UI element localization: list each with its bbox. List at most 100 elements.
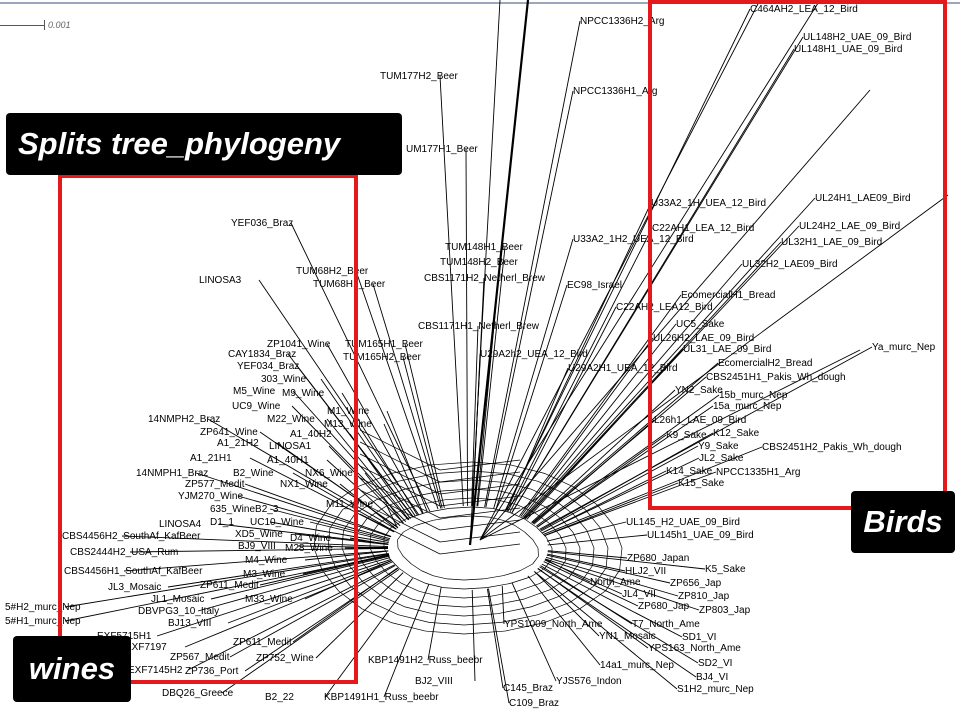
core-mesh-edge [430,461,473,466]
taxon-label: EXF7145H2 [128,665,183,676]
taxon-label: M1_Wine [327,406,370,417]
taxon-label: U29A2h2_UEA_12_Bird [480,349,588,360]
taxon-edge [511,48,795,514]
taxon-label: JL3_Mosaic [108,582,161,593]
taxon-label: JL4_VII [622,589,656,600]
splits-tree-callout: Splits tree_phylogeny [6,113,402,175]
taxon-edge [269,508,390,541]
core-mesh-edge [463,604,495,608]
taxon-label: A1_40H2 [290,429,332,440]
long-branch-edge [479,89,871,541]
core-mesh-edge [335,567,352,587]
taxon-label: KBP1491H1_Russ_beebr [324,692,439,703]
taxon-edge [465,148,469,507]
core-mesh-edge [411,563,422,571]
taxon-edge [509,306,617,513]
taxon-label: NPCC1336H2_Arg [580,16,665,27]
taxon-label: ZP803_Jap [699,605,751,616]
core-mesh-edge [565,547,567,561]
core-mesh-edge [313,547,323,571]
core-mesh-edge [516,583,541,592]
core-mesh-edge [530,568,545,578]
core-mesh-edge [359,477,441,519]
taxon-edge [326,343,423,514]
taxon-label: UL26H2_LAE_09_Bird [653,333,754,344]
core-mesh-edge [579,590,606,610]
core-mesh-edge [362,581,382,597]
taxon-edge [547,553,626,572]
taxon-label: SD1_VI [682,632,716,643]
taxon-edge [404,343,445,508]
taxon-edge [484,20,581,508]
core-mesh-edge [404,481,439,490]
long-branch-edge [479,194,949,541]
core-mesh-edge [447,578,465,581]
taxon-label: ZP736_Port [185,666,239,677]
taxon-edge [501,585,505,625]
taxon-edge [486,588,504,689]
taxon-edge [197,557,391,612]
core-mesh-edge [375,488,406,501]
taxon-label: M3_Wine [243,569,286,580]
core-mesh-edge [391,518,406,528]
core-mesh-edge [359,465,441,507]
taxon-edge [292,472,395,532]
taxon-edge [315,572,404,659]
taxon-label: UM177H1_Beer [406,144,478,155]
taxon-label: YPS1009_North_Ame [504,619,603,630]
core-mesh-edge [439,459,521,471]
taxon-label: BJ4_VI [696,672,728,683]
taxon-label: U29A2H1_UEA_12_Bird [568,363,678,374]
taxon-label: XD5_Wine [235,529,283,540]
core-mesh-edge [490,590,518,597]
taxon-label: ZP810_Jap [678,591,730,602]
core-mesh-edge [343,513,356,531]
taxon-label: C145_Braz [503,683,553,694]
core-mesh-edge [532,556,539,565]
taxon-edge [505,202,652,512]
taxon-label: UL145_H2_UAE_09_Bird [626,517,740,528]
taxon-edge [546,521,627,542]
core-mesh-edge [497,606,532,615]
taxon-label: CBS2444H2_USA_Rum [70,547,178,558]
taxon-label: M22_Wine [267,414,315,425]
core-mesh-edge [371,602,399,616]
taxon-label: 14a1_murc_Nep [600,660,674,671]
core-mesh-edge [421,570,434,577]
taxon-edge [187,564,395,671]
core-mesh-edge [584,509,601,529]
taxon-edge [546,554,671,584]
core-mesh-edge [391,589,413,600]
core-mesh-edge [381,595,406,608]
taxon-label: YN1_Mosaic [599,631,656,642]
taxon-edge [349,433,411,520]
taxon-label: BJ2_VIII [415,676,453,687]
core-mesh-edge [415,519,434,526]
core-mesh-edge [439,595,465,599]
taxon-edge [304,550,389,561]
taxon-label: ZP680_Japan [627,553,689,564]
core-mesh-edge [544,473,575,488]
taxon-edge [545,558,700,611]
core-mesh-edge [520,563,533,571]
taxon-label: BJ13_VIII [168,618,211,629]
taxon-label: SD2_VI [698,658,732,669]
core-mesh-edge [321,570,339,592]
taxon-edge [383,423,424,514]
taxon-edge [471,325,479,507]
taxon-edge [386,410,428,513]
taxon-edge [488,588,510,704]
core-mesh-edge [530,595,561,608]
core-mesh-edge [532,539,539,549]
core-mesh-edge [509,576,531,584]
taxon-edge [540,432,714,531]
taxon-label: YJM270_Wine [178,491,243,502]
core-mesh-edge [443,587,465,590]
taxon-label: D1_1 [210,517,234,528]
taxon-edge [506,367,569,512]
core-mesh-edge [316,504,331,526]
taxon-label: K15_Sake [678,478,725,489]
core-mesh-edge [425,630,465,635]
scale-label: 0.001 [48,20,71,30]
